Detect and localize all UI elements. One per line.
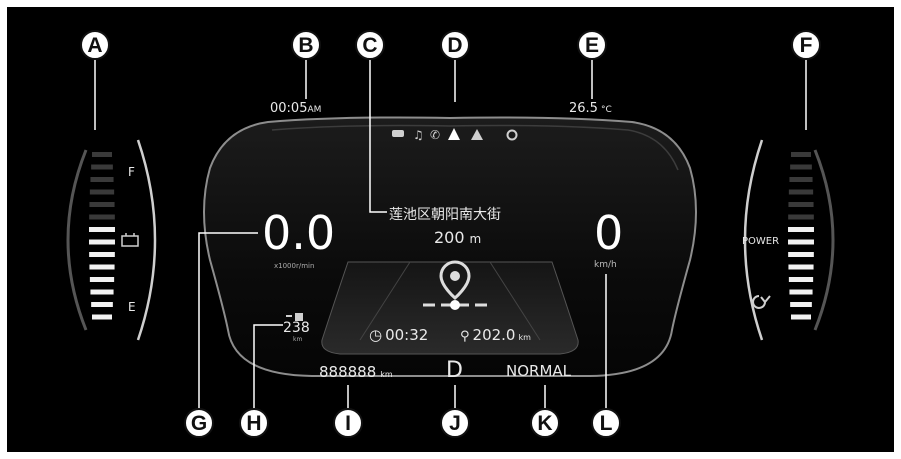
power-level-bar [789, 289, 813, 295]
callout-h: H [239, 408, 269, 438]
drive-mode: NORMAL [506, 362, 572, 380]
battery-level-bar [89, 277, 115, 282]
callout-f: F [791, 30, 821, 60]
battery-level-bar [90, 177, 114, 182]
battery-level-bar [92, 314, 112, 320]
callout-c: C [355, 30, 385, 60]
callout-a: A [80, 30, 110, 60]
settings-icon [506, 129, 518, 141]
battery-level-bar [89, 227, 115, 232]
callout-l: L [591, 408, 621, 438]
callout-b: B [291, 30, 321, 60]
battery-level-bar [92, 152, 112, 157]
power-level-bar [790, 302, 812, 307]
battery-full-label: F [128, 165, 135, 179]
battery-level-bar [90, 289, 114, 295]
location-pin-icon: ⚲ [460, 329, 470, 344]
power-label: POWER [742, 236, 780, 247]
power-level-bar [788, 239, 814, 245]
power-level-bar [788, 214, 814, 220]
status-icons: ♫ ✆ [392, 128, 518, 142]
speed-unit: km/h [594, 260, 617, 270]
range-unit: km [293, 336, 303, 343]
clock-icon: ◷ [369, 326, 383, 344]
trip-time: ◷00:32 [369, 326, 429, 344]
cluster-outline [203, 116, 697, 377]
power-level-bar [791, 152, 811, 157]
warning-icon [471, 129, 483, 140]
battery-empty-label: E [128, 300, 136, 314]
power-level-bars [788, 152, 814, 320]
power-level-bar [788, 277, 814, 282]
power-level-bar [788, 202, 814, 207]
range-value: 238 [283, 320, 310, 336]
street-name: 莲池区朝阳南大街 [389, 207, 501, 223]
power-level-bar [788, 227, 814, 232]
right-gauge-outer-arc [813, 149, 835, 331]
callout-g: G [184, 408, 214, 438]
navigation-icon [448, 128, 460, 140]
battery-level-bar [89, 252, 115, 257]
power-level-bar [789, 177, 813, 182]
battery-level-bar [91, 164, 113, 170]
battery-icon [121, 233, 139, 247]
right-gauge-inner-arc [743, 139, 764, 341]
gear-indicator: D [446, 358, 463, 383]
fuel-icon [286, 313, 303, 321]
regen-icon [752, 295, 771, 309]
power-level-bar [790, 164, 812, 170]
car-icon [392, 130, 404, 137]
battery-level-bar [89, 239, 115, 245]
phone-icon: ✆ [430, 128, 440, 142]
clock-time: 00:05AM [270, 101, 322, 116]
callout-i: I [333, 408, 363, 438]
battery-level-bar [89, 202, 115, 207]
callout-d: D [440, 30, 470, 60]
battery-level-bar [89, 214, 115, 220]
power-level-bar [788, 189, 814, 195]
outside-temperature: 26.5°C [569, 101, 612, 116]
battery-gauge [66, 139, 157, 341]
battery-level-bars [89, 152, 115, 320]
left-gauge-inner-arc [136, 139, 157, 341]
cluster-inner-rim [271, 124, 679, 171]
power-level-bar [788, 252, 814, 257]
map-pin-icon [439, 260, 471, 300]
callout-k: K [530, 408, 560, 438]
battery-level-bar [89, 189, 115, 195]
rpm-unit: x1000r/min [274, 262, 315, 270]
battery-level-bar [89, 264, 115, 270]
left-gauge-outer-arc [66, 149, 88, 331]
power-level-bar [791, 314, 811, 320]
road-panel [321, 261, 579, 355]
road-line-right [489, 261, 541, 341]
speed-value: 0 [594, 206, 624, 260]
battery-level-bar [91, 302, 113, 307]
callout-e: E [577, 30, 607, 60]
route-marker [423, 300, 487, 310]
rpm-value: 0.0 [262, 206, 336, 260]
callout-j: J [440, 408, 470, 438]
music-icon: ♫ [413, 128, 424, 142]
power-gauge [743, 139, 835, 341]
callout-leaders [94, 58, 807, 420]
power-level-bar [788, 264, 814, 270]
road-line-left [359, 261, 411, 341]
